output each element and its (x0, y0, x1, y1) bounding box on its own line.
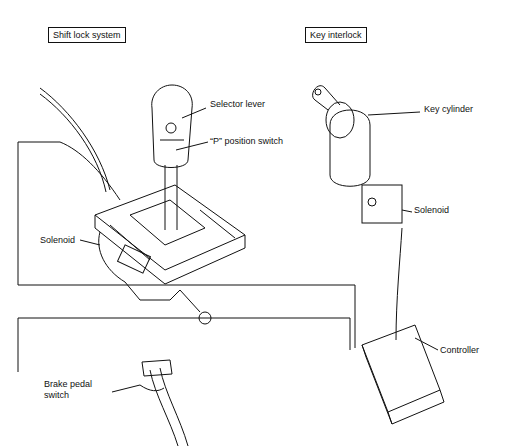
part-label: Brake pedal switch (44, 379, 112, 401)
part-label: “P” position switch (210, 136, 320, 147)
leader-line (80, 240, 100, 245)
cylinder-face (326, 102, 354, 138)
heading-box: Shift lock system (48, 27, 126, 43)
wire (18, 318, 350, 372)
key-solenoid-bolt (368, 198, 376, 206)
cable (40, 88, 110, 190)
knob-button (166, 123, 176, 133)
heading-text: Key interlock (310, 30, 362, 40)
shift-base (95, 185, 245, 270)
wire (18, 142, 355, 348)
bracket-arm (180, 290, 200, 312)
controller-box (362, 325, 440, 412)
key-hole (315, 89, 321, 95)
leader-line (160, 108, 206, 140)
shift-base (95, 215, 245, 284)
gate-slot (130, 200, 205, 245)
controller-box (388, 390, 444, 424)
solenoid-body (118, 245, 151, 273)
cable (40, 94, 106, 192)
key-solenoid (362, 185, 402, 223)
mount-bolt (199, 312, 211, 324)
leader-line (415, 338, 438, 350)
controller-box (362, 345, 392, 424)
lever-knob (152, 85, 193, 168)
leader-line (176, 142, 208, 150)
part-label: Key cylinder (424, 104, 504, 115)
part-label: Controller (440, 345, 500, 356)
lever-shaft (165, 165, 177, 230)
shift-base-detail (110, 210, 235, 260)
pedal-bracket (142, 360, 172, 376)
solenoid-bracket (99, 232, 180, 300)
brake-pedal-arm (160, 368, 188, 446)
key (313, 86, 340, 110)
heading-text: Shift lock system (53, 30, 121, 40)
brake-switch (140, 385, 164, 391)
part-label: Selector lever (210, 99, 300, 110)
heading-box: Key interlock (305, 27, 367, 43)
leader-line (368, 112, 420, 212)
part-label: Solenoid (40, 235, 100, 246)
part-label: Solenoid (414, 205, 474, 216)
leader-line (112, 385, 140, 392)
key-cylinder (330, 110, 370, 186)
wire (396, 228, 402, 340)
